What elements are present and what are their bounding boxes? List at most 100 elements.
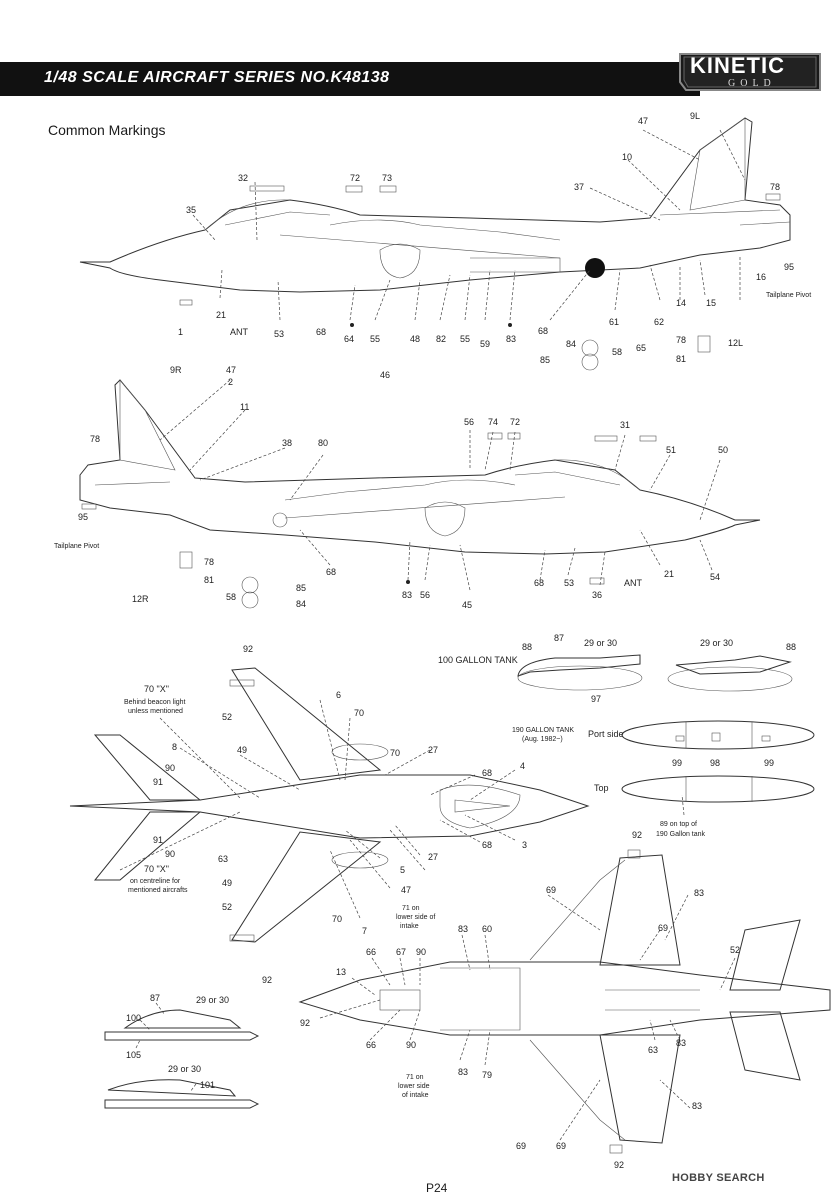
p-label-70c: 70 [332, 914, 342, 924]
r-label-72: 72 [510, 417, 520, 427]
p-label-68: 68 [482, 768, 492, 778]
label-81: 81 [676, 354, 686, 364]
r-label-56b: 56 [420, 590, 430, 600]
u-label-13: 13 [336, 967, 346, 977]
u-label-92b: 92 [300, 1018, 310, 1028]
p-label-63: 63 [218, 854, 228, 864]
label-58: 58 [612, 347, 622, 357]
r-label-54: 54 [710, 572, 720, 582]
p-label-70b: 70 [390, 748, 400, 758]
r-label-81: 81 [204, 575, 214, 585]
r-label-50: 50 [718, 445, 728, 455]
label-37: 37 [574, 182, 584, 192]
p-label-90b: 90 [165, 849, 175, 859]
p-label-68b: 68 [482, 840, 492, 850]
p-label-90: 90 [165, 763, 175, 773]
p-label-oncentre: on centreline for [130, 878, 181, 885]
u-label-90b: 90 [406, 1040, 416, 1050]
p-label-4: 4 [520, 761, 525, 771]
label-9L: 9L [690, 111, 700, 121]
tank-label-89: 89 on top of [660, 821, 697, 828]
hobby-search-watermark: HOBBY SEARCH [672, 1172, 765, 1184]
label-59: 59 [480, 339, 490, 349]
label-64: 64 [344, 334, 354, 344]
label-16: 16 [756, 272, 766, 282]
p-label-91b: 91 [153, 835, 163, 845]
label-78: 78 [770, 182, 780, 192]
p-label-52b: 52 [222, 902, 232, 912]
p-label-70x: 70 "X" [144, 684, 169, 694]
p-label-unless: unless mentioned [128, 708, 183, 715]
r-label-83: 83 [402, 590, 412, 600]
logo-gold-text: GOLD [728, 78, 776, 89]
u-label-71b: 71 on [406, 1074, 424, 1081]
u-label-79: 79 [482, 1070, 492, 1080]
label-12L: 12L [728, 338, 743, 348]
tank-label-87: 87 [554, 633, 564, 643]
label-83: 83 [506, 334, 516, 344]
label-53: 53 [274, 329, 284, 339]
u-label-intake: intake [400, 923, 419, 930]
u-label-66: 66 [366, 947, 376, 957]
p-label-70: 70 [354, 708, 364, 718]
label-48: 48 [410, 334, 420, 344]
tank-label-88b: 88 [786, 642, 796, 652]
section-title: Common Markings [48, 122, 166, 138]
label-47: 47 [638, 116, 648, 126]
label-61: 61 [609, 317, 619, 327]
tank-label-port-side: Port side [588, 729, 624, 739]
pylon-label-29or30b: 29 or 30 [168, 1064, 201, 1074]
r-label-21: 21 [664, 569, 674, 579]
label-78b: 78 [676, 335, 686, 345]
left-profile-view: 32 72 73 47 9L 10 35 37 78 95 16 1 21 AN… [79, 111, 811, 380]
u-label-83d: 83 [458, 1067, 468, 1077]
p-label-70x2: 70 "X" [144, 864, 169, 874]
r-label-36: 36 [592, 590, 602, 600]
label-15: 15 [706, 298, 716, 308]
u-label-69c: 69 [516, 1141, 526, 1151]
label-55a: 55 [370, 334, 380, 344]
p-label-5: 5 [400, 865, 405, 875]
p-label-92: 92 [243, 644, 253, 654]
r-label-68: 68 [326, 567, 336, 577]
p-label-mentioned: mentioned aircrafts [128, 887, 188, 894]
label-85: 85 [540, 355, 550, 365]
u-label-83c: 83 [676, 1038, 686, 1048]
p-label-47: 47 [401, 885, 411, 895]
r-label-11: 11 [240, 402, 249, 412]
p-label-27: 27 [428, 745, 438, 755]
label-46: 46 [380, 370, 390, 380]
u-label-83: 83 [694, 888, 704, 898]
p-label-27b: 27 [428, 852, 438, 862]
r-label-9R: 9R [170, 365, 182, 375]
pylon-label-29or30: 29 or 30 [196, 995, 229, 1005]
u-label-69d: 69 [556, 1141, 566, 1151]
u-label-83e: 83 [692, 1101, 702, 1111]
pylon-label-101: 101 [200, 1080, 215, 1090]
u-label-83b: 83 [458, 924, 468, 934]
pylon-details: 87 29 or 30 100 105 29 or 30 101 [104, 993, 260, 1109]
tank190-sub: (Aug. 1982~) [522, 736, 563, 743]
label-82: 82 [436, 334, 446, 344]
tank100-title: 100 GALLON TANK [438, 655, 518, 665]
r-label-53: 53 [564, 578, 574, 588]
p-label-91: 91 [153, 777, 163, 787]
header-bar [0, 62, 700, 96]
tank-label-top: Top [594, 783, 609, 793]
u-label-92: 92 [632, 830, 642, 840]
label-10: 10 [622, 152, 632, 162]
u-label-69: 69 [546, 885, 556, 895]
u-label-90: 90 [416, 947, 426, 957]
label-68: 68 [316, 327, 326, 337]
r-label-tailplane-pivot: Tailplane Pivot [54, 543, 99, 550]
r-label-95: 95 [78, 512, 88, 522]
p-label-7: 7 [362, 926, 367, 936]
label-84: 84 [566, 339, 576, 349]
r-label-85: 85 [296, 583, 306, 593]
pylon-label-87: 87 [150, 993, 160, 1003]
label-95: 95 [784, 262, 794, 272]
r-label-51: 51 [666, 445, 676, 455]
r-label-45: 45 [462, 600, 472, 610]
label-65: 65 [636, 343, 646, 353]
tank-label-190-gallon: 190 Gallon tank [656, 831, 706, 838]
